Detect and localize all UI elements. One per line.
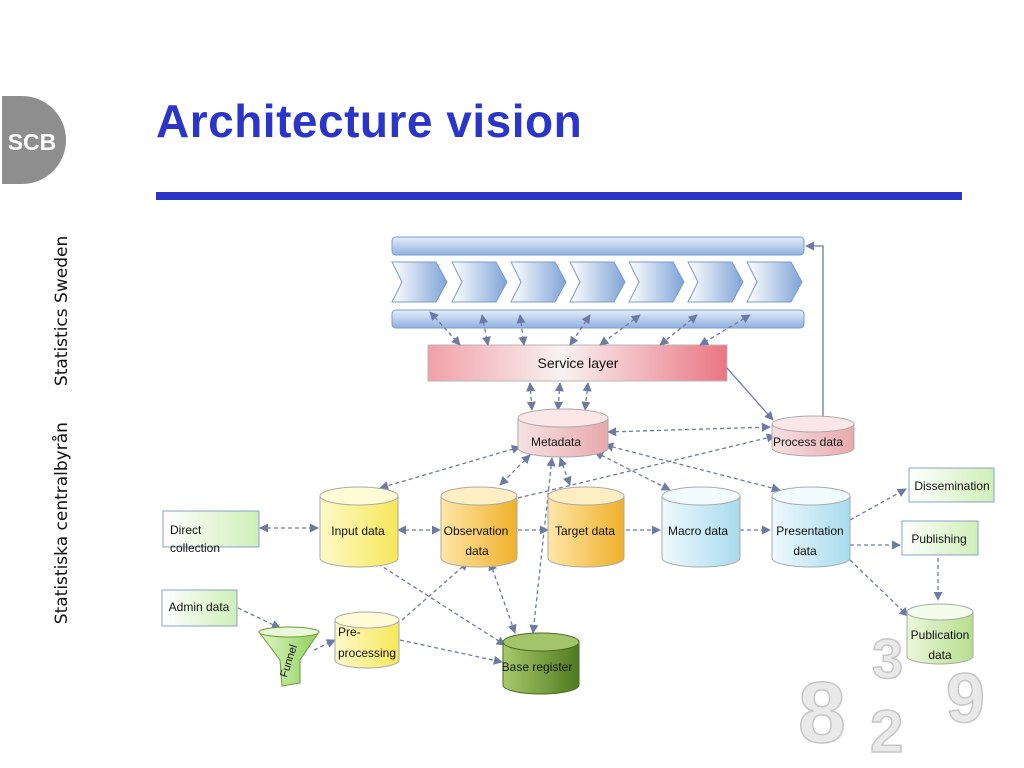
process-step-5 <box>628 261 685 303</box>
process-step-7 <box>746 261 803 303</box>
presentation-data-line1: Presentation <box>776 524 843 538</box>
digit-3: 3 <box>872 627 903 690</box>
direct-collection-line2: collection <box>170 541 220 555</box>
base-register-label: Base register <box>502 660 573 674</box>
metadata-store: Metadata <box>517 408 609 458</box>
observation-data-line2: data <box>465 544 489 558</box>
digit-2: 2 <box>870 698 903 765</box>
admin-data-box <box>161 589 238 627</box>
service-layer-label: Service layer <box>538 355 619 371</box>
org-name-swedish: Statistiska centralbyrån <box>52 422 72 625</box>
service-layer-box <box>427 344 728 382</box>
process-step-6 <box>687 261 744 303</box>
publication-data-store: Publication data <box>906 603 974 665</box>
digit-9: 9 <box>946 659 985 737</box>
target-data-label: Target data <box>555 524 615 538</box>
publishing-label: Publishing <box>911 532 966 546</box>
title-underline <box>156 192 962 200</box>
dissemination-label: Dissemination <box>914 479 989 493</box>
dissemination-box <box>908 467 995 503</box>
direct-collection-box <box>162 510 260 548</box>
publication-data-line2: data <box>928 648 952 662</box>
process-step-2 <box>451 261 508 303</box>
process-data-store: Process data <box>771 415 855 457</box>
input-data-label: Input data <box>331 524 385 538</box>
target-data-store: Target data <box>547 486 625 568</box>
connectors <box>237 241 943 665</box>
direct-collection-line1: Direct <box>170 523 202 537</box>
funnel-shape: Funnel <box>258 626 320 687</box>
observation-data-line1: Observation <box>444 524 509 538</box>
scb-logo-text: SCB <box>8 129 57 155</box>
process-step-1 <box>391 261 448 303</box>
process-step-4 <box>569 261 626 303</box>
digit-8: 8 <box>798 665 846 761</box>
process-top-bar <box>391 236 805 256</box>
decorative-digits: 8 3 2 9 <box>797 626 985 766</box>
scb-logo: SCB <box>2 96 66 184</box>
org-name-english: Statistics Sweden <box>52 235 72 387</box>
macro-data-store: Macro data <box>661 486 741 568</box>
base-register-store: Base register <box>502 632 580 695</box>
page-title: Architecture vision <box>156 95 583 147</box>
metadata-label: Metadata <box>531 435 581 449</box>
process-data-label: Process data <box>773 435 843 449</box>
presentation-data-store: Presentation data <box>771 486 851 568</box>
publishing-box <box>901 520 979 556</box>
observation-data-store: Observation data <box>440 486 518 568</box>
admin-data-label: Admin data <box>169 600 230 614</box>
preprocessing-line2: processing <box>338 646 396 660</box>
preprocessing-store: Pre- processing <box>334 611 400 669</box>
process-step-3 <box>510 261 567 303</box>
preprocessing-line1: Pre- <box>338 625 361 639</box>
input-data-store: Input data <box>319 486 399 568</box>
org-names-vertical: Statistiska centralbyrån Statistics Swede… <box>52 236 72 624</box>
process-steps <box>391 261 803 303</box>
macro-data-label: Macro data <box>668 524 728 538</box>
publication-data-line1: Publication <box>911 628 970 642</box>
presentation-data-line2: data <box>793 544 817 558</box>
architecture-diagram: Service layer <box>161 236 995 766</box>
